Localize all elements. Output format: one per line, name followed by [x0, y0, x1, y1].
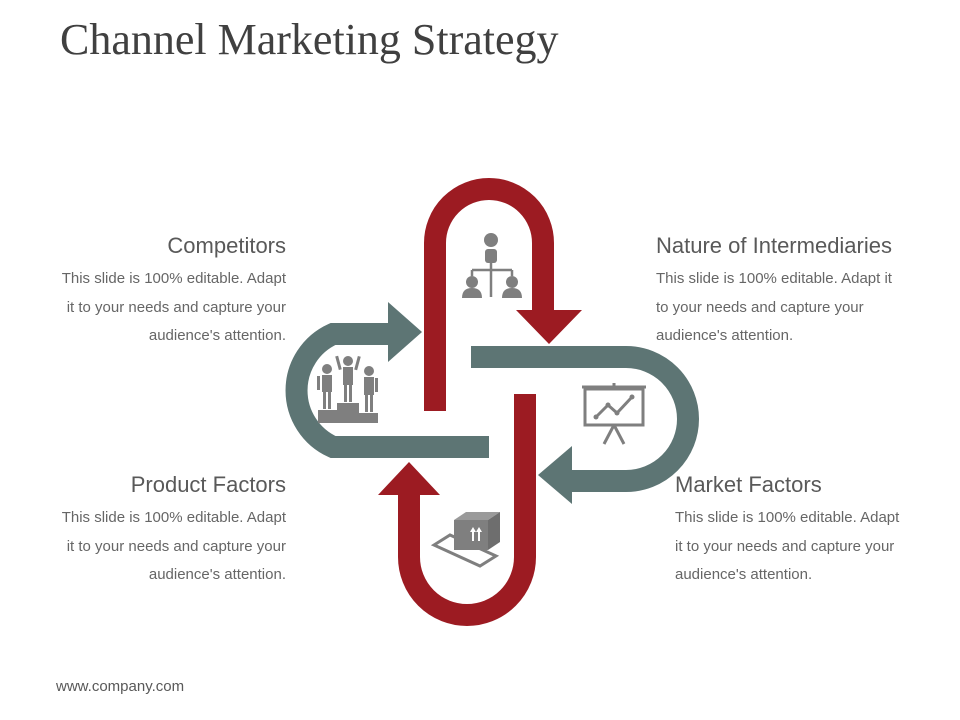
- presentation-chart-icon: [582, 383, 646, 445]
- podium-winners-icon: [317, 355, 378, 423]
- arrowhead-top: [516, 310, 582, 344]
- intermediaries-line: to your needs and capture your: [656, 298, 864, 316]
- org-hierarchy-icon: [462, 233, 522, 298]
- market-factors-body: This slide is 100% editable. Adapt it to…: [675, 504, 935, 590]
- market-factors-heading: Market Factors: [675, 472, 822, 497]
- arrow-loop-right: [471, 346, 699, 492]
- arrow-loop-left: [285, 323, 489, 458]
- package-pallet-icon: [430, 512, 500, 568]
- intermediaries-line: This slide is 100% editable. Adapt it: [656, 270, 892, 288]
- product-factors-body: This slide is 100% editable. Adapt it to…: [26, 504, 286, 590]
- intermediaries-heading: Nature of Intermediaries: [656, 233, 892, 258]
- competitors-heading: Competitors: [167, 233, 286, 258]
- competitors-line: it to your needs and capture your: [66, 298, 286, 316]
- competitors-body: This slide is 100% editable. Adapt it to…: [26, 265, 286, 351]
- intermediaries-body: This slide is 100% editable. Adapt it to…: [656, 265, 936, 351]
- page-title: Channel Marketing Strategy: [60, 15, 559, 64]
- market-factors-line: it to your needs and capture your: [675, 537, 895, 555]
- arrowhead-right: [538, 446, 572, 504]
- arrow-loop-bottom: [398, 394, 536, 626]
- competitors-line: This slide is 100% editable. Adapt: [61, 270, 286, 288]
- market-factors-block: Market Factors This slide is 100% editab…: [675, 472, 935, 590]
- intermediaries-block: Nature of Intermediaries This slide is 1…: [656, 233, 936, 351]
- competitors-block: Competitors This slide is 100% editable.…: [26, 233, 286, 351]
- arrowhead-left: [388, 302, 422, 362]
- arrowhead-bottom: [378, 462, 440, 495]
- footer-url[interactable]: www.company.com: [56, 678, 185, 695]
- product-factors-block: Product Factors This slide is 100% edita…: [26, 472, 286, 590]
- product-factors-line: This slide is 100% editable. Adapt: [61, 509, 286, 527]
- competitors-line: audience's attention.: [148, 327, 286, 345]
- product-factors-heading: Product Factors: [130, 472, 286, 497]
- market-factors-line: audience's attention.: [675, 566, 813, 584]
- market-factors-line: This slide is 100% editable. Adapt: [675, 509, 900, 527]
- product-factors-line: it to your needs and capture your: [66, 537, 286, 555]
- arrow-loop-top: [424, 178, 554, 411]
- intermediaries-line: audience's attention.: [656, 327, 794, 345]
- product-factors-line: audience's attention.: [148, 566, 286, 584]
